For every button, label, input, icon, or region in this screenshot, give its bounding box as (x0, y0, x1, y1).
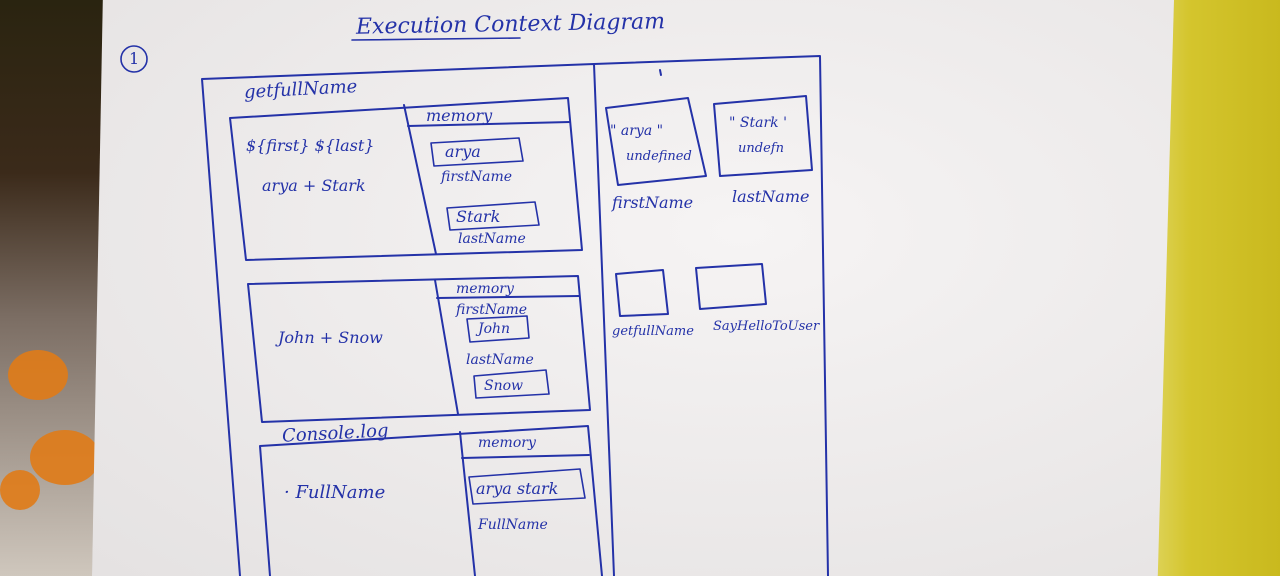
var-value-john: John (478, 321, 511, 337)
var-name-firstname: firstName (441, 169, 512, 185)
var-name-lastname: lastName (458, 231, 526, 247)
var-name-fullname: FullName (478, 517, 548, 533)
context-2-memory-line (436, 295, 580, 299)
var-box-arya (430, 137, 524, 167)
context-3-box (259, 425, 603, 576)
var-value-arya-stark: arya stark (476, 479, 559, 498)
context-1-box (229, 97, 583, 261)
global-value-undefined: undefined (626, 149, 692, 164)
var-name-lastname: lastName (466, 352, 534, 368)
var-value-snow: Snow (484, 378, 524, 394)
var-value-stark: Stark (456, 207, 501, 226)
context-1-code-line: arya + Stark (262, 176, 366, 195)
context-1-memory-header: memory (426, 106, 493, 125)
global-name-getfullname: getfullName (612, 324, 694, 339)
global-box-getfullname (615, 269, 669, 317)
context-3-code-line: · FullName (284, 482, 386, 503)
context-1-divider (403, 104, 437, 255)
var-box-snow (473, 369, 550, 399)
global-value-undefn: undefn (738, 141, 784, 156)
context-2-code-line: John + Snow (278, 328, 383, 347)
context-1-code-line: ${first} ${last} (246, 136, 375, 155)
global-value-arya: " arya " (610, 123, 664, 139)
global-name-firstname: firstName (612, 193, 694, 212)
fabric-flower (30, 430, 100, 485)
context-1-memory-line (407, 121, 571, 127)
var-box-stark (446, 201, 540, 231)
global-memory-frame (593, 55, 829, 576)
page-number-circle (120, 45, 148, 73)
fabric-flower (8, 350, 68, 400)
var-value-arya: arya (445, 142, 481, 161)
global-box-firstname (605, 97, 707, 186)
paper-sheet (92, 0, 1174, 576)
global-name-sayhellotouser: SayHelloToUser (713, 319, 820, 334)
context-2-divider (434, 279, 459, 415)
diagram-title: Execution Context Diagram (355, 9, 666, 40)
fabric-flower (0, 470, 40, 510)
context-3-divider (459, 431, 476, 576)
title-underline (351, 37, 521, 41)
var-box-john (466, 315, 530, 343)
global-box-sayhello (695, 263, 767, 310)
var-box-fullname (468, 468, 586, 505)
context-3-memory-line (461, 454, 590, 459)
page-number: 1 (129, 49, 140, 68)
global-name-lastname: lastName (732, 187, 810, 206)
context-2-box (247, 275, 591, 423)
global-box-lastname (713, 95, 813, 177)
var-name-firstname: firstName (456, 302, 527, 318)
context-2-memory-header: memory (456, 281, 514, 297)
context-3-memory-header: memory (478, 435, 536, 451)
divider-tick (659, 69, 662, 76)
global-value-stark: " Stark ' (729, 115, 787, 131)
